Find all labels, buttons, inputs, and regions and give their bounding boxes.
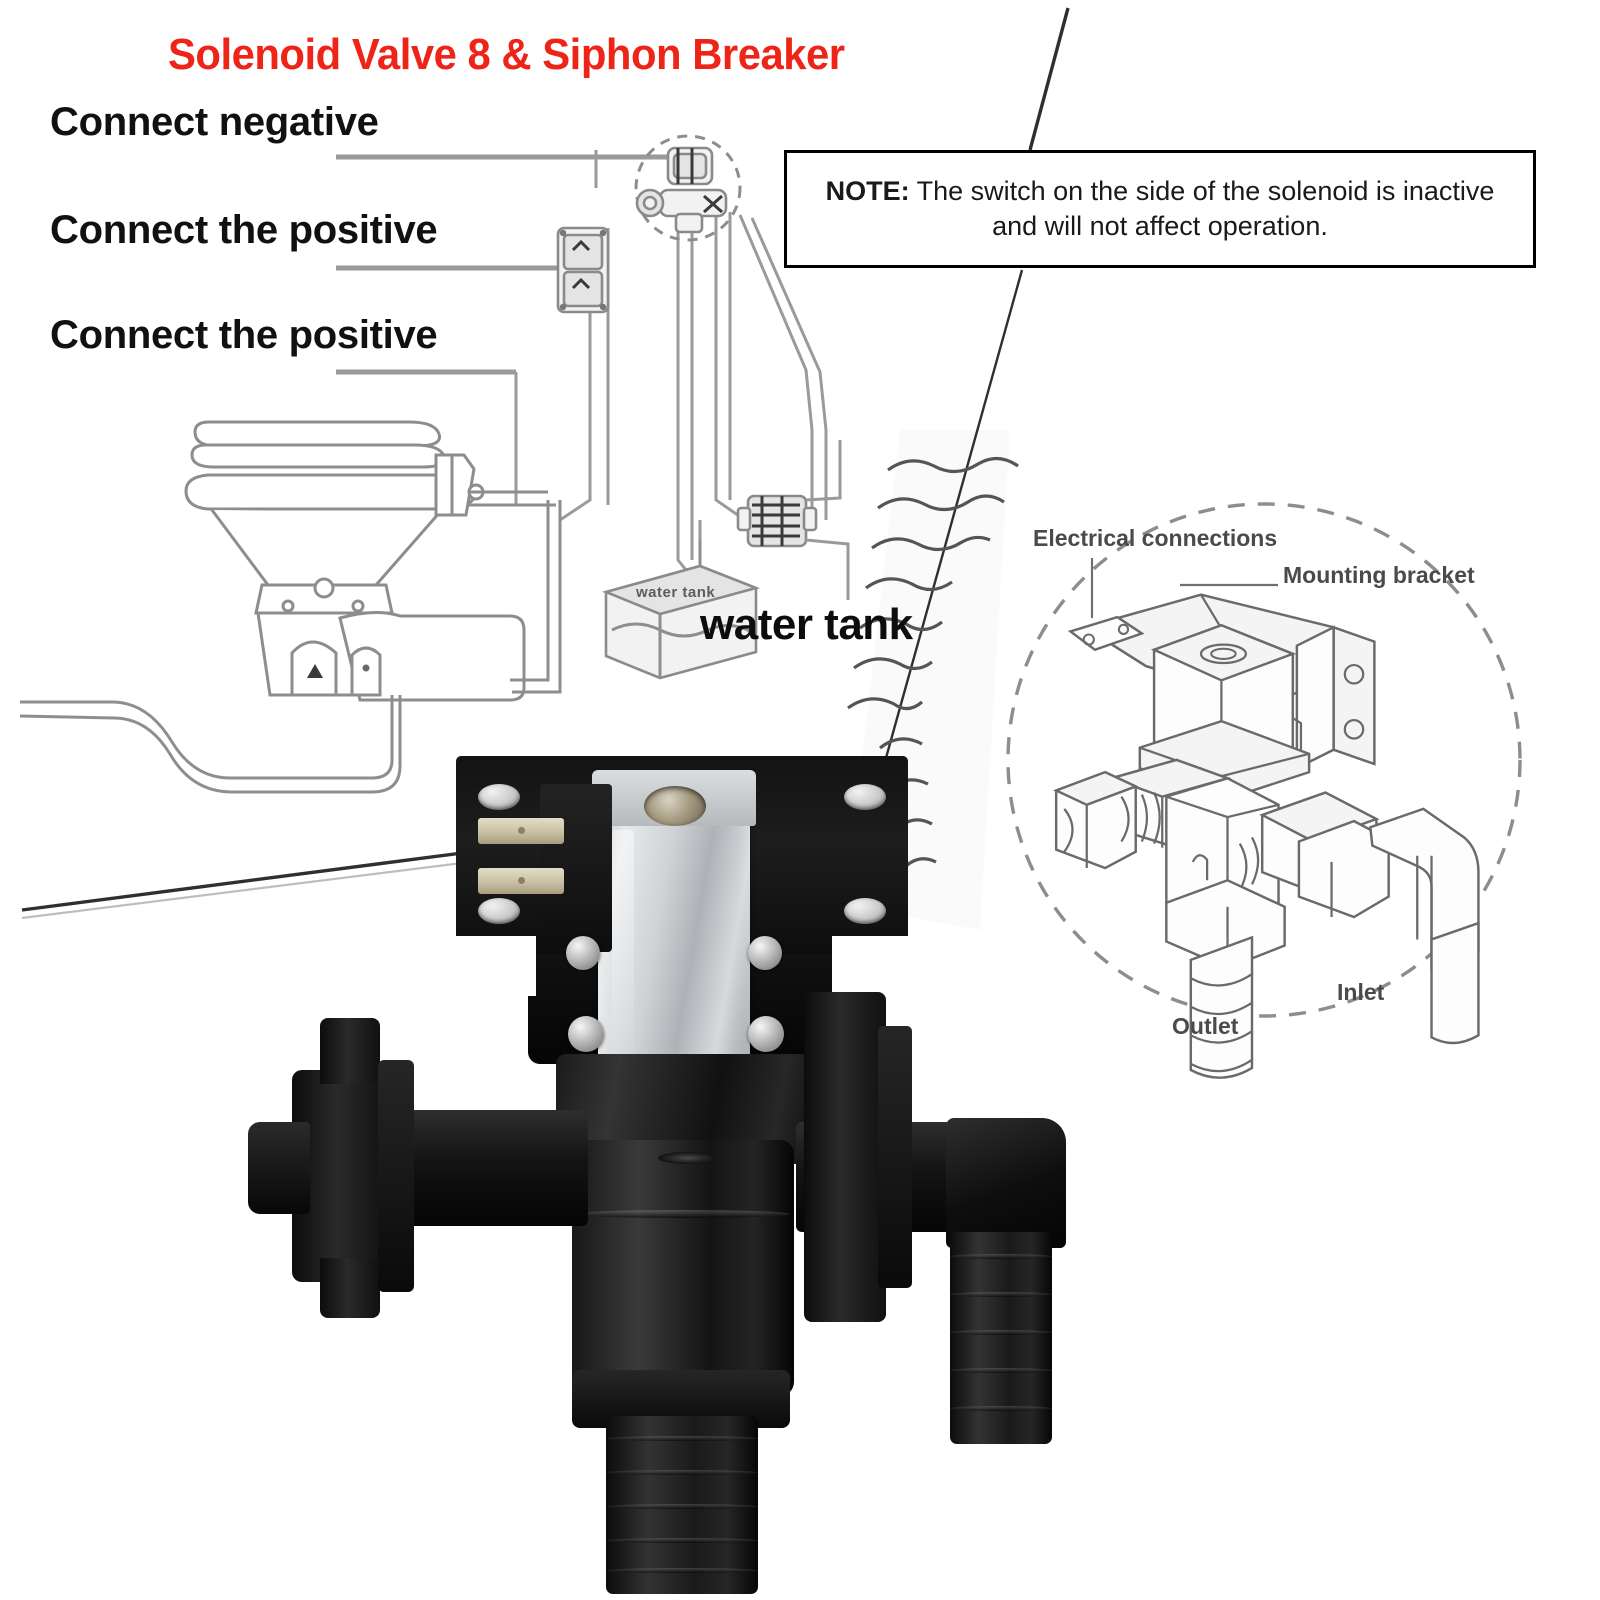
left-clamp-ring xyxy=(378,1060,414,1292)
label-electrical-connections: Electrical connections xyxy=(1033,525,1278,551)
label-mounting-bracket: Mounting bracket xyxy=(1283,562,1475,588)
note-prefix: NOTE: xyxy=(825,176,910,207)
bracket-hole-top-right xyxy=(844,784,886,810)
label-connect-negative: Connect negative xyxy=(50,100,379,144)
spade-terminal-lower xyxy=(478,868,564,894)
inlet-elbow xyxy=(946,1118,1066,1248)
valve-body-seam xyxy=(658,1152,716,1164)
coil-screw-top-left xyxy=(566,936,600,970)
water-tank-caption: water tank xyxy=(636,584,716,601)
bracket-notch-right xyxy=(832,936,910,996)
right-port-flange xyxy=(804,992,886,1322)
label-connect-positive-2: Connect the positive xyxy=(50,313,438,357)
label-connect-positive-1: Connect the positive xyxy=(50,208,438,252)
coil-screw-bottom-left xyxy=(568,1016,604,1052)
left-port-wing-upper xyxy=(320,1018,380,1084)
bracket-hole-top-left xyxy=(478,784,520,810)
coil-center-port xyxy=(644,786,706,826)
outlet-barb xyxy=(606,1416,758,1594)
page-title: Solenoid Valve 8 & Siphon Breaker xyxy=(168,30,845,79)
bracket-hole-bottom-right xyxy=(844,898,886,924)
spade-terminal-upper xyxy=(478,818,564,844)
valve-body-ridge xyxy=(576,1210,790,1218)
right-clamp-ring xyxy=(878,1026,912,1288)
left-port-endcap xyxy=(248,1122,310,1214)
coil-screw-bottom-right xyxy=(748,1016,784,1052)
left-port-wing-lower xyxy=(320,1258,380,1318)
bracket-hole-bottom-left xyxy=(478,898,520,924)
label-inlet: Inlet xyxy=(1337,979,1385,1005)
coil-highlight xyxy=(612,830,634,1055)
note-text: NOTE: The switch on the side of the sole… xyxy=(787,174,1533,243)
water-tank-label: water tank xyxy=(700,600,913,649)
bracket-notch-left xyxy=(456,936,536,996)
note-box: NOTE: The switch on the side of the sole… xyxy=(784,150,1536,268)
note-body: The switch on the side of the solenoid i… xyxy=(909,176,1495,241)
valve-body-center xyxy=(572,1140,794,1396)
coil-screw-top-right xyxy=(748,936,782,970)
product-photo xyxy=(228,740,1108,1594)
label-outlet: Outlet xyxy=(1172,1013,1239,1039)
inlet-barb xyxy=(950,1232,1052,1444)
